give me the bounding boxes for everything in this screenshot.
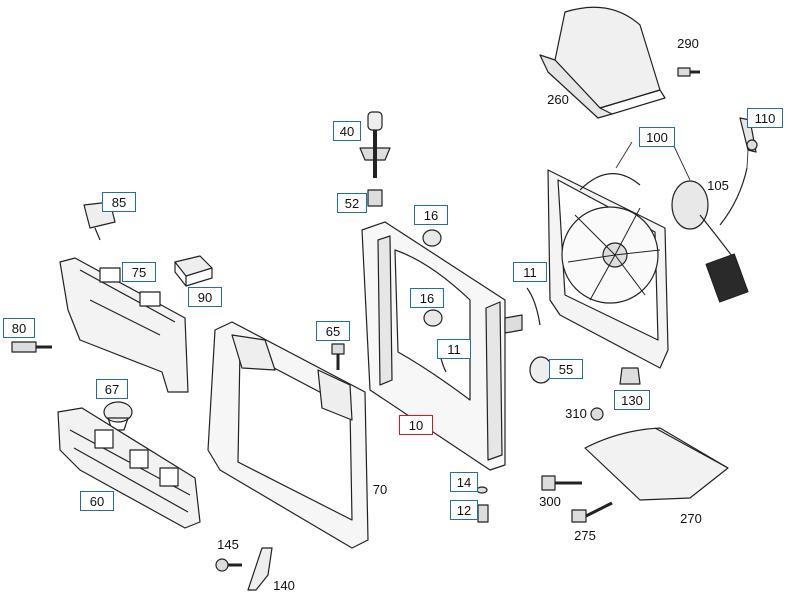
callout-80[interactable]: 80 [3,318,35,338]
callout-55[interactable]: 55 [549,359,583,379]
clip-310-part [590,407,604,421]
callout-10-selected[interactable]: 10 [399,415,433,435]
callout-145[interactable]: 145 [217,537,239,552]
drain-plug-12-part [477,504,489,523]
callout-67[interactable]: 67 [96,379,128,399]
lower-shroud-270-part [584,427,729,501]
callout-40[interactable]: 40 [333,121,361,141]
callout-300[interactable]: 300 [539,494,561,509]
sensor-40-part [359,111,391,178]
callout-90[interactable]: 90 [188,287,222,307]
fan-motor-part [671,167,749,303]
callout-11-right[interactable]: 11 [513,262,547,282]
callout-100[interactable]: 100 [639,127,675,147]
callout-290[interactable]: 290 [677,36,699,51]
callout-14[interactable]: 14 [450,472,478,492]
bolt-300-part [541,475,582,491]
callout-270[interactable]: 270 [680,511,702,526]
callout-275[interactable]: 275 [574,528,596,543]
callout-130[interactable]: 130 [614,390,650,410]
leader-lines [615,141,749,181]
bracket-140-part [247,547,273,591]
upper-bracket-75-part [59,257,189,393]
washer-14-part [476,486,488,494]
bolt-65-part [331,343,345,370]
fan-frame-part [547,169,669,369]
cap-130-part [619,367,641,385]
cap-16-part [422,229,443,327]
fan-shroud-top-part [539,6,666,119]
seal-52-part [367,189,383,207]
callout-12[interactable]: 12 [450,500,478,520]
callout-260[interactable]: 260 [547,92,569,107]
callout-310[interactable]: 310 [565,406,587,421]
bolt-290-part [677,67,700,77]
callout-140[interactable]: 140 [273,578,295,593]
callout-16-top[interactable]: 16 [414,205,448,225]
clip-110-part [739,117,758,153]
callout-85[interactable]: 85 [102,192,136,212]
callout-110[interactable]: 110 [747,108,783,128]
relay-90-part [174,255,213,287]
callout-65[interactable]: 65 [316,321,350,341]
front-frame-70-part [207,321,369,549]
callout-60[interactable]: 60 [80,491,114,511]
air-guide-60-part [57,407,201,529]
callout-70[interactable]: 70 [372,482,388,497]
callout-11-left[interactable]: 11 [437,339,471,359]
radiator-10-part [361,221,523,471]
callout-52[interactable]: 52 [337,193,367,213]
callout-105[interactable]: 105 [707,178,729,193]
callout-75[interactable]: 75 [122,262,156,282]
bolt-275-part [571,501,613,523]
bolt-145-part [215,558,242,572]
callout-16-mid[interactable]: 16 [410,288,444,308]
pin-80-part [11,341,52,353]
